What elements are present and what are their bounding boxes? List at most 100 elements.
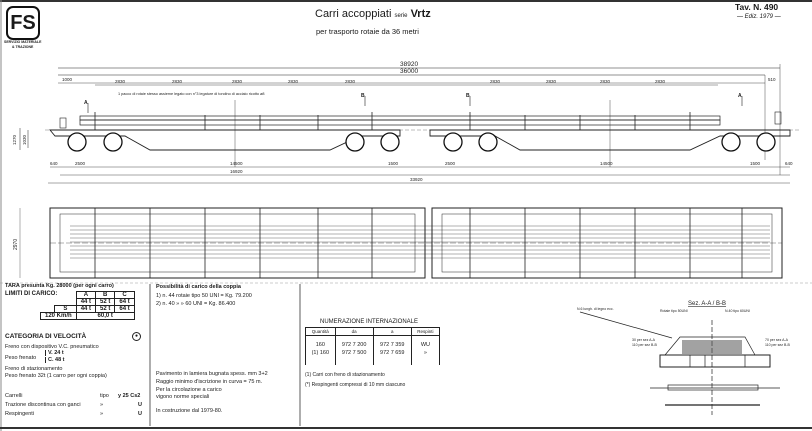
- bottom-dim: 16920: [230, 169, 243, 174]
- plan-width-dim: 2970: [13, 239, 19, 250]
- peso-frenato-label: Peso frenato: [5, 355, 37, 361]
- title-series: Vrtz: [410, 8, 431, 20]
- cell-quantity: (1) 160: [305, 349, 336, 365]
- respingenti-ditto: »: [100, 411, 104, 417]
- limiti-cell: 44 t: [75, 305, 97, 313]
- section-label: 110 per sez B-B: [765, 343, 791, 347]
- limiti-cell: 44 t: [75, 298, 97, 306]
- cell-to: 972 7 359: [372, 335, 412, 349]
- wheel: [345, 132, 365, 152]
- section-marker: B: [466, 93, 470, 99]
- loading-note: vigono norme speciali: [156, 394, 210, 400]
- freno-text: Freno con dispositivo V.C. pneumatico: [5, 344, 99, 350]
- limiti-label: LIMITI DI CARICO:: [5, 291, 58, 297]
- segment-dim: 2830: [345, 79, 356, 84]
- limiti-header: A: [75, 291, 97, 299]
- overall-dim-1: 38920: [400, 61, 418, 68]
- section-marker: B: [361, 93, 365, 99]
- section-label: Rotaie tipo 50UNI: [660, 309, 688, 313]
- footnote: (*) Respingenti compressi di 10 mm ciasc…: [305, 382, 406, 388]
- wheel: [380, 132, 400, 152]
- cell-from: 972 7 200: [334, 335, 374, 349]
- limiti-cell: 64 t: [114, 298, 135, 306]
- segment-dim: 2830: [600, 79, 611, 84]
- wheel: [721, 132, 741, 152]
- segment-dim: 510: [768, 77, 776, 82]
- bottom-dim: 2500: [75, 161, 86, 166]
- limiti-cell: 52 t: [95, 305, 116, 313]
- wheel: [478, 132, 498, 152]
- carrelli-tipo: tipo: [100, 393, 109, 399]
- section-label: 70 per sez A-A: [765, 338, 789, 342]
- wheel: [103, 132, 123, 152]
- trazione-value: U: [138, 402, 142, 408]
- segment-dim: 2830: [288, 79, 299, 84]
- section-label: N.40 tipo 60UNI: [725, 309, 750, 313]
- limiti-cell: 64 t: [114, 305, 135, 313]
- limiti-cell: 60,0 t: [75, 312, 135, 320]
- bottom-dim: 33920: [410, 177, 423, 182]
- logo-caption-1: SERVIZIO MATERIALE: [4, 40, 42, 44]
- section-label: 30 per sez A-A: [632, 338, 656, 342]
- loading-note: Per la circolazione a carico: [156, 387, 222, 393]
- peso-frenato-c: C. 48 t: [45, 357, 65, 363]
- numerazione-title: NUMERAZIONE INTERNAZIONALE: [320, 319, 419, 325]
- cell-buffers: WU: [410, 335, 441, 349]
- wheel: [67, 132, 87, 152]
- numerazione-header: da: [334, 327, 374, 336]
- loading-item: 2) n. 40 » » 60 UNI = Kg. 86.400: [156, 301, 236, 307]
- bottom-dim: 1500: [388, 161, 399, 166]
- page-title: Carri accoppiati serie Vrtz: [315, 8, 431, 20]
- cell-quantity: 160: [305, 335, 336, 349]
- segment-dim: 2830: [490, 79, 501, 84]
- limiti-header: C: [114, 291, 135, 299]
- section-marker: A: [84, 100, 88, 106]
- table-row: 160 972 7 200 972 7 359 WU: [305, 335, 441, 349]
- loading-note: Pavimento in lamiera bugnata spess. mm 3…: [156, 371, 268, 377]
- segment-dim: 1000: [62, 77, 73, 82]
- trazione-ditto: »: [100, 402, 104, 408]
- section-label: N.6 lungh. di legno ecc.: [577, 307, 614, 311]
- table-number: Tav. N. 490: [735, 2, 779, 12]
- page-subtitle: per trasporto rotaie da 36 metri: [316, 27, 419, 36]
- title-main: Carri accoppiati: [315, 8, 392, 20]
- categoria-symbol: ●: [132, 332, 141, 341]
- loading-title: Possibilità di carico della coppia: [156, 284, 241, 290]
- peso-frenato-staz: Peso frenato 32t (1 carro per ogni coppi…: [5, 373, 107, 379]
- bottom-dim: 640: [50, 161, 58, 166]
- edition: — Ediz. 1979 —: [737, 14, 781, 20]
- segment-dim: 2830: [115, 79, 126, 84]
- bottom-dim: 1500: [750, 161, 761, 166]
- wheel: [443, 132, 463, 152]
- segment-dim: 2830: [546, 79, 557, 84]
- segment-dim: 2830: [655, 79, 666, 84]
- overall-dim-2: 36000: [400, 68, 418, 75]
- bottom-dim: 640: [785, 161, 793, 166]
- cell-to: 972 7 659: [372, 349, 412, 365]
- segment-dim: 2830: [232, 79, 243, 84]
- loading-item: 1) n. 44 rotaie tipo 50 UNI = Kg. 79.200: [156, 293, 252, 299]
- loading-note: Raggio minimo d'iscrizione in curva = 75…: [156, 379, 263, 385]
- carrelli-value: y 25 Cs2: [118, 393, 141, 399]
- loading-note: In costruzione dal 1979-80.: [156, 408, 223, 414]
- trazione-label: Trazione discontinua con ganci: [5, 402, 81, 408]
- freno-stazionamento: Freno di stazionamento: [5, 366, 63, 372]
- footnote: (1) Carri con freno di stazionamento: [305, 372, 385, 378]
- numerazione-header: Respinti: [410, 327, 441, 336]
- bottom-dim: 14500: [600, 161, 613, 166]
- respingenti-label: Respingenti: [5, 411, 35, 417]
- cell-buffers: »: [410, 349, 441, 365]
- numerazione-table: Quantità da a Respinti 160 972 7 200 972…: [305, 327, 441, 365]
- bottom-dim: 2500: [445, 161, 456, 166]
- respingenti-value: U: [138, 411, 142, 417]
- limiti-cell: 52 t: [95, 298, 116, 306]
- load-note: 1 pacco di rotaie stesso assieme legato …: [118, 92, 265, 96]
- height-dim: 1030: [22, 134, 27, 145]
- carrelli-label: Carrelli: [5, 393, 23, 399]
- section-marker: A: [738, 93, 742, 99]
- table-row: (1) 160 972 7 500 972 7 659 »: [305, 349, 441, 365]
- limiti-row-label: 120 Km/h: [40, 312, 77, 320]
- numerazione-header: a: [372, 327, 412, 336]
